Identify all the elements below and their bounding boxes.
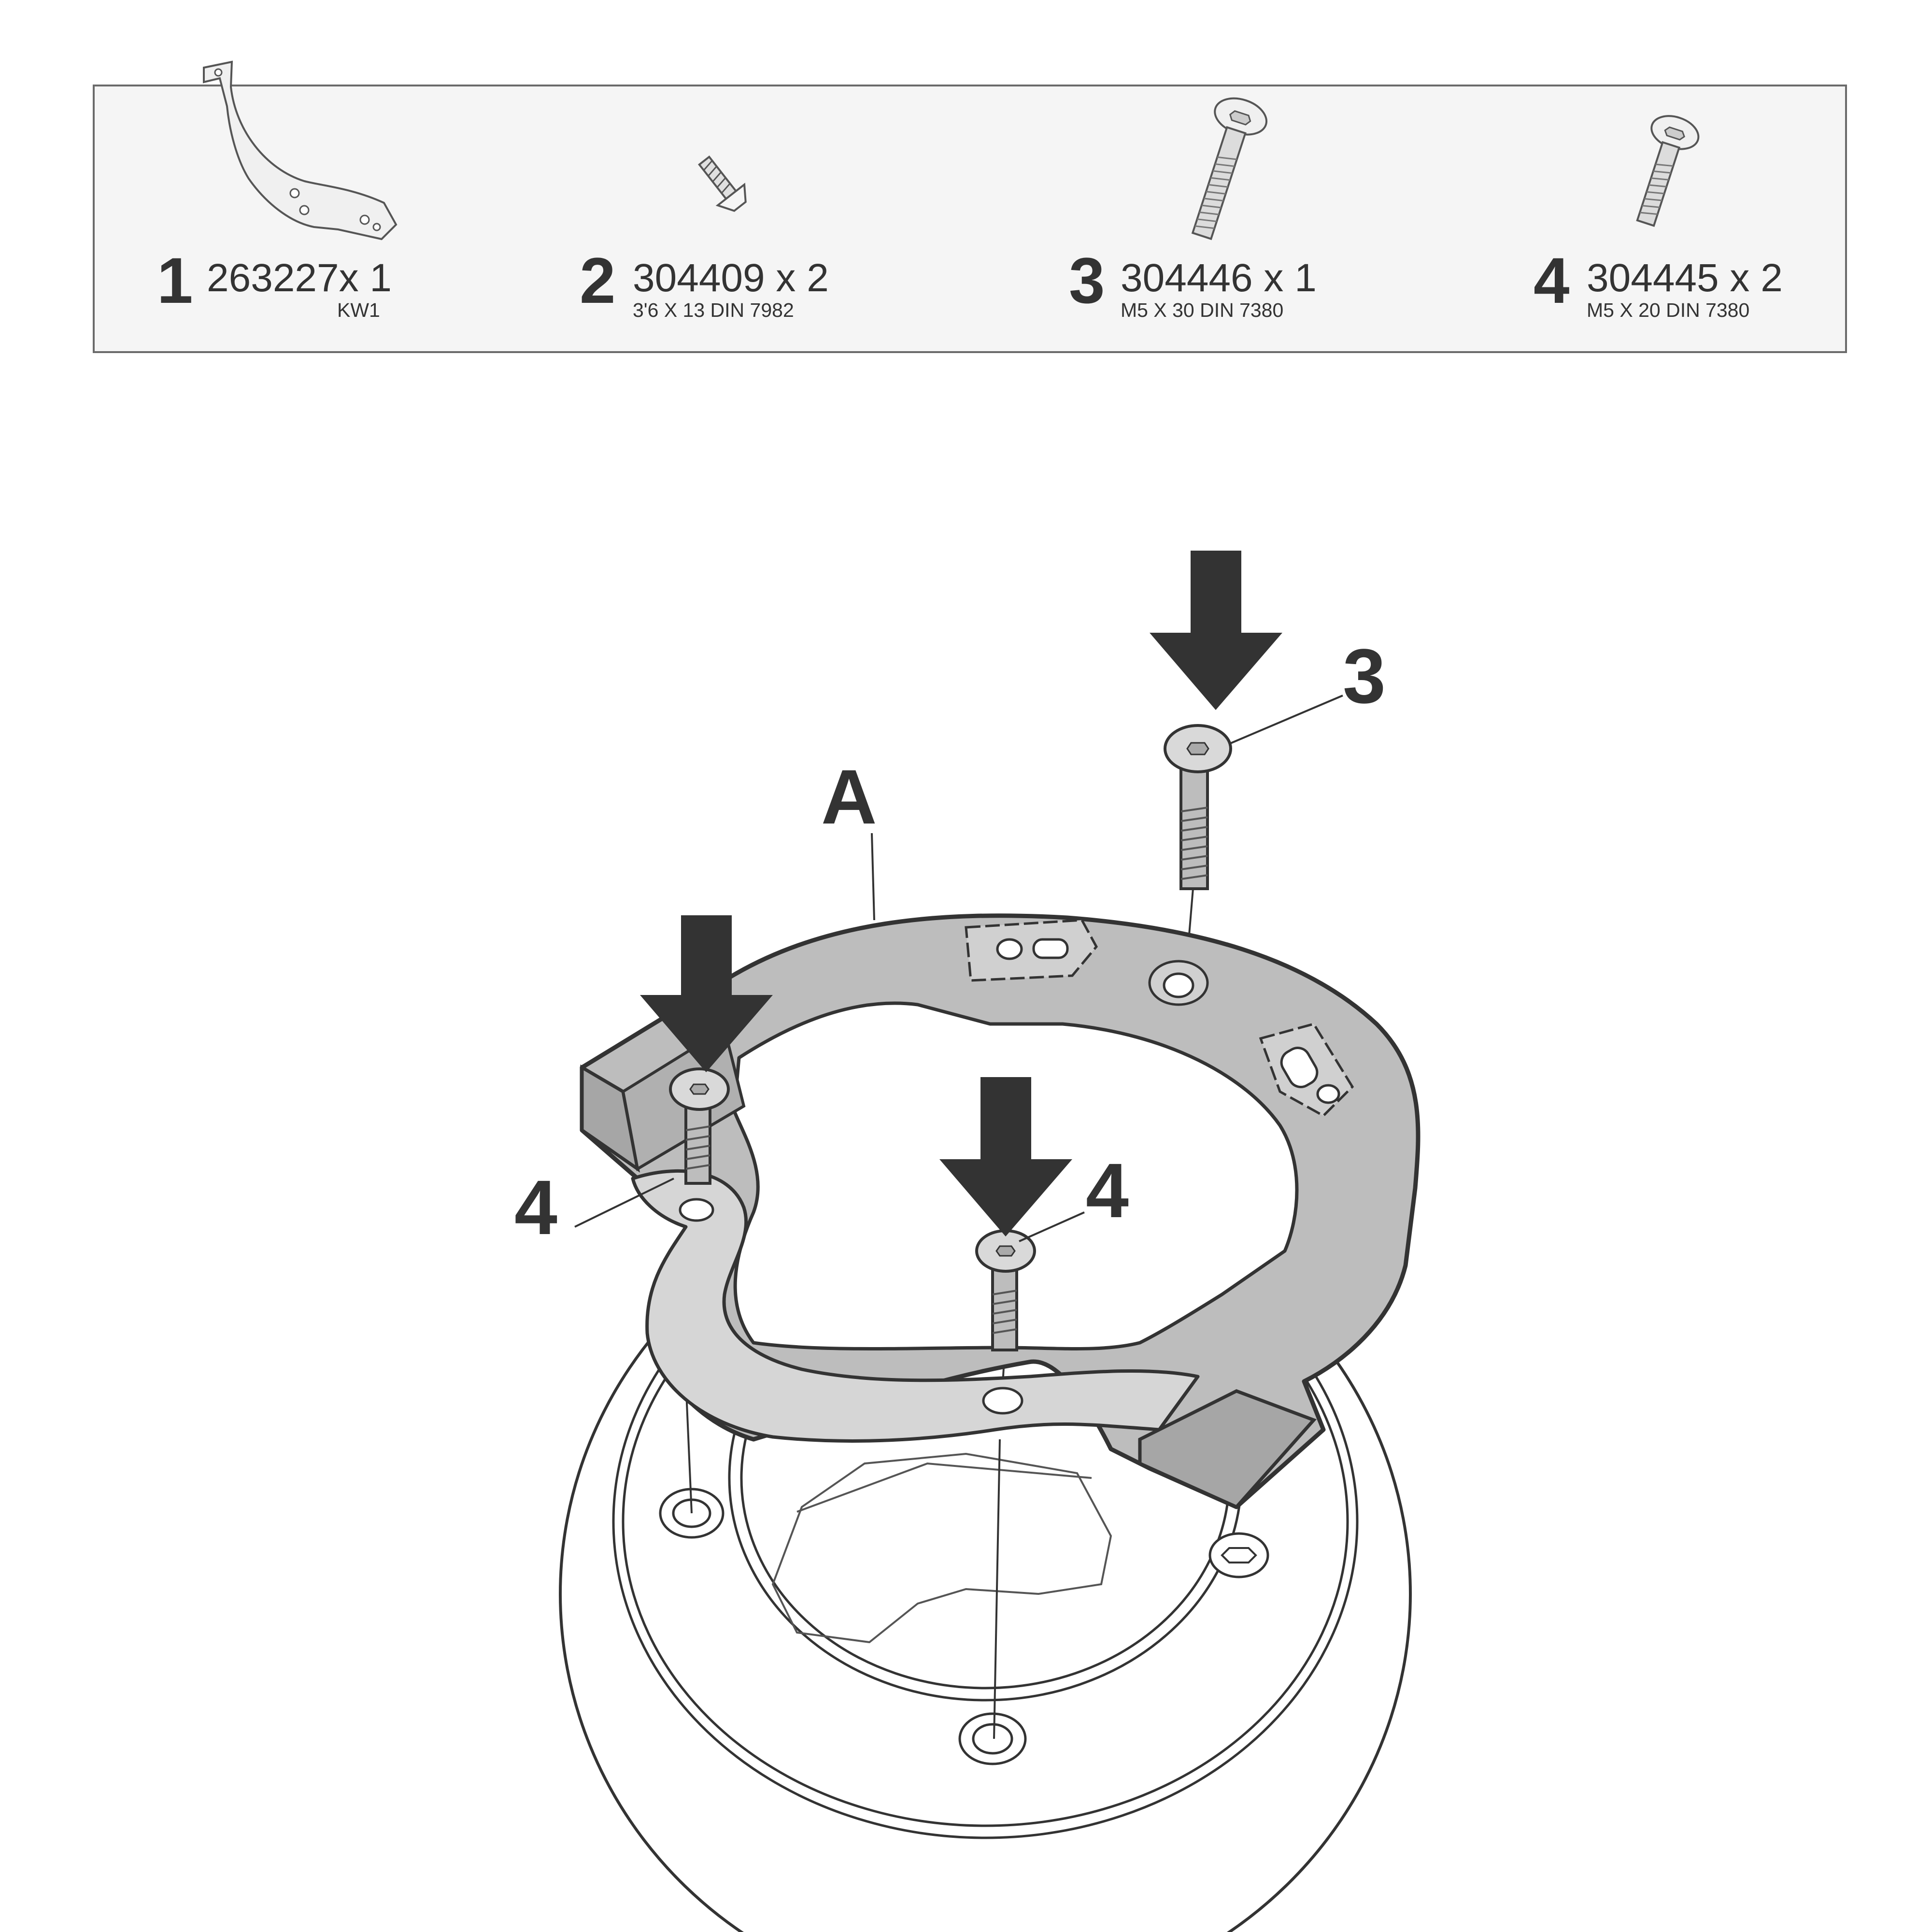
down-arrow-icon bbox=[1150, 551, 1282, 710]
bolt-4-left bbox=[669, 1067, 730, 1185]
callout-4-center: 4 bbox=[1086, 1147, 1129, 1234]
part-spec: M5 X 20 DIN 7380 bbox=[1587, 299, 1750, 321]
down-arrow-icon bbox=[939, 1077, 1072, 1236]
part-number: 3 bbox=[1069, 245, 1105, 317]
tapping-screw-icon bbox=[698, 155, 747, 212]
down-arrow-icon bbox=[640, 915, 773, 1072]
part-code: 304445 x 2 bbox=[1587, 256, 1783, 300]
short-bolt-icon bbox=[1636, 115, 1700, 227]
bolt-3 bbox=[1164, 724, 1232, 890]
long-bolt-icon bbox=[1191, 97, 1268, 241]
part-spec: KW1 bbox=[337, 299, 380, 321]
leader-lines bbox=[574, 695, 1343, 1242]
part-code: 263227x 1 bbox=[207, 256, 392, 300]
ring-label-a: A bbox=[821, 753, 877, 840]
part-number: 2 bbox=[580, 245, 616, 317]
part-number: 1 bbox=[157, 245, 193, 317]
fuel-cap-lid bbox=[771, 1452, 1112, 1644]
part-number: 4 bbox=[1534, 245, 1570, 317]
part-spec: M5 X 30 DIN 7380 bbox=[1121, 299, 1284, 321]
bracket-plate-icon bbox=[203, 60, 398, 241]
callout-3: 3 bbox=[1343, 633, 1386, 719]
part-code: 304409 x 2 bbox=[633, 256, 829, 300]
callout-4-left: 4 bbox=[514, 1164, 557, 1250]
ring-details bbox=[679, 919, 1354, 1415]
part-spec: 3'6 X 13 DIN 7982 bbox=[633, 299, 794, 321]
part-code: 304446 x 1 bbox=[1121, 256, 1317, 300]
ring-plate bbox=[631, 1169, 1200, 1443]
